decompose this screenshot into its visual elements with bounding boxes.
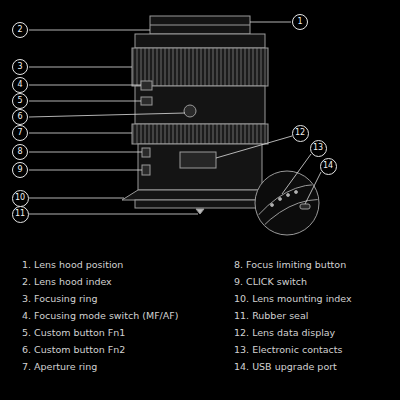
fn2-button: [184, 105, 196, 117]
callout-text: 14: [323, 162, 333, 170]
part-name: 1. Lens hood position: [22, 259, 123, 270]
leader-line: [29, 214, 198, 215]
leader-line: [216, 136, 292, 158]
part-name: 14. USB upgrade port: [234, 361, 337, 372]
leader-line: [29, 198, 124, 199]
callout-number: 8: [12, 144, 28, 160]
contact-dot: [279, 198, 282, 201]
part-name: 9. CLICK switch: [234, 276, 307, 287]
leader-line: [29, 152, 142, 153]
callout-number: 1: [292, 14, 308, 30]
focus-mode-switch: [141, 81, 152, 90]
callout-number: 13: [310, 140, 327, 157]
callout-text: 2: [17, 26, 22, 34]
part-name: 3. Focusing ring: [22, 293, 98, 304]
callout-text: 9: [17, 166, 22, 174]
part-name: 11. Rubber seal: [234, 310, 308, 321]
leader-line: [282, 154, 311, 194]
contact-dot: [271, 204, 274, 207]
callout-number: 14: [320, 158, 337, 175]
callout-number: 6: [12, 109, 28, 125]
contact-dot: [295, 191, 298, 194]
mount-edge: [252, 199, 328, 238]
callout-text: 13: [313, 144, 323, 152]
callout-text: 11: [15, 210, 25, 218]
callout-number: 12: [292, 125, 309, 142]
leader-line: [29, 85, 141, 86]
part-name: 4. Focusing mode switch (MF/AF): [22, 310, 178, 321]
leader-line: [305, 172, 321, 204]
leader-line: [29, 113, 185, 117]
focusing-ring: [132, 48, 268, 86]
callout-number: 11: [12, 206, 29, 223]
leader-line: [29, 101, 141, 102]
click-switch: [142, 165, 150, 175]
part-name: 7. Aperture ring: [22, 361, 97, 372]
part-name: 5. Custom button Fn1: [22, 327, 125, 338]
callout-number: 9: [12, 162, 28, 178]
part-name: 8. Focus limiting button: [234, 259, 346, 270]
leader-line: [29, 30, 150, 31]
leader-line: [29, 67, 132, 68]
callout-text: 1: [297, 18, 302, 26]
focus-limit-button: [142, 148, 150, 157]
callout-text: 10: [15, 194, 25, 202]
lens-barrel-lower: [138, 144, 262, 190]
part-name: 12. Lens data display: [234, 327, 335, 338]
usb-port: [300, 204, 310, 209]
callout-text: 4: [17, 81, 22, 89]
part-name: 13. Electronic contacts: [234, 344, 342, 355]
hood-groove: [150, 25, 250, 26]
callout-text: 8: [17, 148, 22, 156]
part-name: 6. Custom button Fn2: [22, 344, 125, 355]
callout-number: 5: [12, 93, 28, 109]
callout-text: 5: [17, 97, 22, 105]
aperture-ring: [132, 124, 268, 144]
zoom-circle: [255, 171, 319, 235]
lens-barrel-middle: [135, 86, 265, 124]
mount-plate: [135, 200, 265, 208]
leader-line: [29, 133, 132, 134]
callout-number: 10: [12, 190, 29, 207]
zoom-detail: [250, 185, 328, 239]
callout-number: 3: [12, 59, 28, 75]
data-display: [180, 152, 216, 168]
callout-number: 2: [12, 22, 28, 38]
mount-edge: [250, 185, 325, 226]
callout-text: 6: [17, 113, 22, 121]
callout-text: 12: [295, 129, 305, 137]
callout-text: 3: [17, 63, 22, 71]
fn1-button: [141, 97, 152, 105]
leader-line: [250, 22, 291, 23]
lens-hood-ring: [150, 16, 250, 34]
lens-barrel-top: [135, 34, 265, 48]
leader-line: [29, 170, 142, 171]
contact-dot: [287, 194, 290, 197]
mount-index: [196, 209, 204, 214]
callout-number: 4: [12, 77, 28, 93]
callout-number: 7: [12, 125, 28, 141]
mount-flange: [122, 190, 278, 200]
part-name: 2. Lens hood index: [22, 276, 112, 287]
callout-text: 7: [17, 129, 22, 137]
part-name: 10. Lens mounting index: [234, 293, 352, 304]
